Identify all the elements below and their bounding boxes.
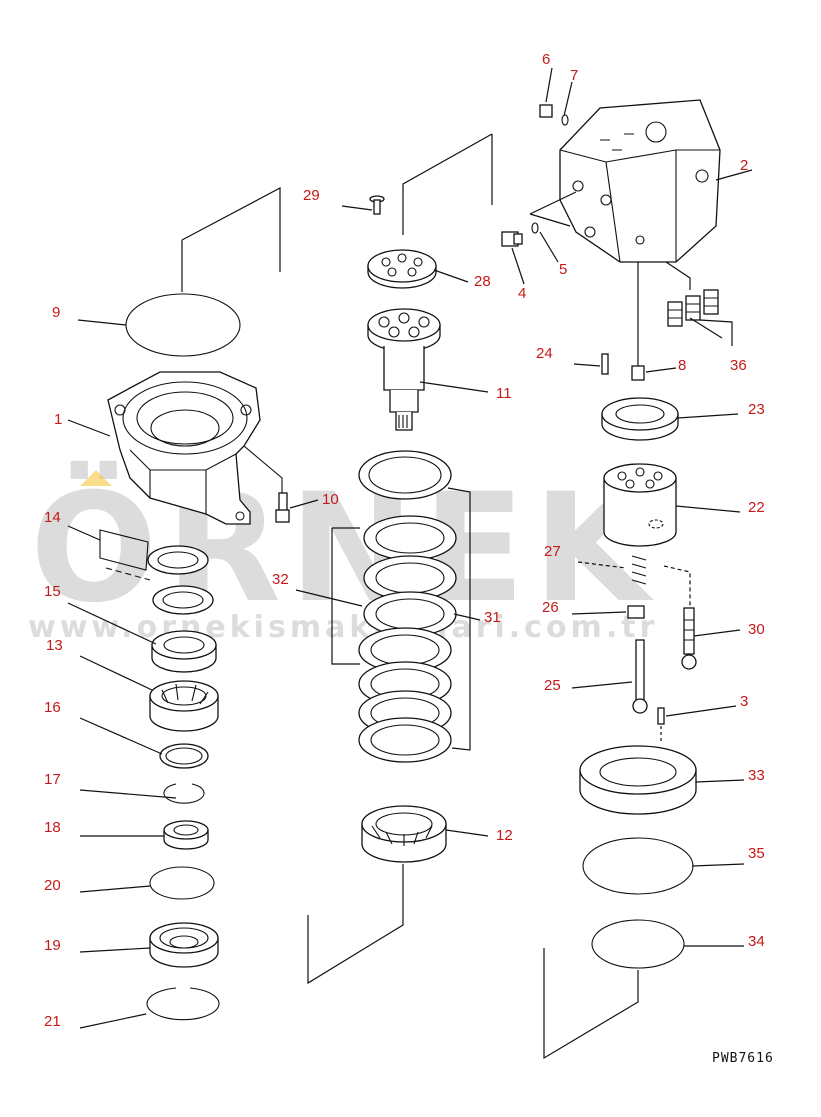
right-column-parts xyxy=(501,99,733,1060)
callout-20: 20 xyxy=(44,877,61,894)
callout-32: 32 xyxy=(272,571,289,588)
part-22-cylinder-block xyxy=(603,463,677,547)
part-28-retainer-plate xyxy=(367,249,437,289)
part-27-spring xyxy=(577,555,691,606)
part-20-ring xyxy=(149,866,215,900)
part-29-screw xyxy=(369,195,385,215)
part-6-plug xyxy=(539,104,553,118)
part-34-o-ring xyxy=(591,919,685,969)
left-column-parts xyxy=(99,187,290,1021)
part-30-spring-pin xyxy=(681,607,697,670)
callout-24: 24 xyxy=(536,345,553,362)
part-16-bearing xyxy=(149,680,219,732)
part-18-small-bearing xyxy=(163,820,209,850)
part-4-plug xyxy=(501,231,523,247)
callout-31: 31 xyxy=(484,609,501,626)
callout-1: 1 xyxy=(54,411,62,428)
callout-10: 10 xyxy=(322,491,339,508)
callout-7: 7 xyxy=(570,67,578,84)
part-36-springs xyxy=(665,261,733,346)
part-13-oil-seal xyxy=(151,630,217,673)
part-5-o-ring xyxy=(531,222,539,234)
part-24-pin xyxy=(601,353,609,375)
drawing-code: PWB7616 xyxy=(712,1051,774,1066)
part-14-plate xyxy=(147,545,209,575)
callout-35: 35 xyxy=(748,845,765,862)
part-17-snap-ring xyxy=(163,783,205,804)
watermark-url: www.ornekismakinalari.com.tr xyxy=(28,610,658,645)
part-35-o-ring xyxy=(582,837,694,895)
callout-8: 8 xyxy=(678,357,686,374)
watermark-accent-mark xyxy=(80,470,112,486)
callout-12: 12 xyxy=(496,827,513,844)
callout-29: 29 xyxy=(303,187,320,204)
leader-lines xyxy=(67,67,753,1029)
part-8-pin xyxy=(631,365,645,381)
callout-23: 23 xyxy=(748,401,765,418)
callout-22: 22 xyxy=(748,499,765,516)
callout-16: 16 xyxy=(44,699,61,716)
callout-13: 13 xyxy=(46,637,63,654)
watermark-brand: ÖRNEK xyxy=(30,460,657,636)
callout-27: 27 xyxy=(544,543,561,560)
callout-9: 9 xyxy=(52,304,60,321)
part-11-shaft xyxy=(367,308,441,431)
part-19-seal xyxy=(149,922,219,968)
callout-26: 26 xyxy=(542,599,559,616)
callout-4: 4 xyxy=(518,285,526,302)
callout-15: 15 xyxy=(44,583,61,600)
callout-labels: 6 7 2 29 28 5 4 9 24 8 36 11 23 1 10 22 … xyxy=(44,51,765,1030)
callout-14: 14 xyxy=(44,509,61,526)
callout-21: 21 xyxy=(44,1013,61,1030)
part-10-bolt xyxy=(275,492,290,523)
callout-28: 28 xyxy=(474,273,491,290)
callout-33: 33 xyxy=(748,767,765,784)
callout-11: 11 xyxy=(496,385,512,402)
part-1-motor-housing xyxy=(107,371,283,525)
callout-34: 34 xyxy=(748,933,765,950)
watermark: ÖRNEK www.ornekismakinalari.com.tr xyxy=(28,460,658,645)
part-33-swash-plate xyxy=(579,745,697,815)
callout-17: 17 xyxy=(44,771,61,788)
part-15-plate xyxy=(152,585,214,615)
part-9-o-ring xyxy=(125,293,241,357)
callout-25: 25 xyxy=(544,677,561,694)
part-12-roller-bearing xyxy=(361,805,447,863)
part-7-o-ring xyxy=(561,114,569,126)
callout-30: 30 xyxy=(748,621,765,638)
part-23-valve-plate xyxy=(601,397,679,441)
middle-column-parts xyxy=(307,133,493,985)
callout-5: 5 xyxy=(559,261,567,278)
part-25-piston xyxy=(632,639,648,714)
callout-18: 18 xyxy=(44,819,61,836)
part-31-32-friction-plates xyxy=(358,450,457,763)
callout-19: 19 xyxy=(44,937,61,954)
callout-3: 3 xyxy=(740,693,748,710)
part-26-seat xyxy=(627,605,645,619)
callout-2: 2 xyxy=(740,157,748,174)
callout-36: 36 xyxy=(730,357,747,374)
part-3-pin xyxy=(657,707,665,725)
part-2-valve-block xyxy=(559,99,721,263)
callout-6: 6 xyxy=(542,51,550,68)
part-21-snap-ring xyxy=(146,987,220,1021)
